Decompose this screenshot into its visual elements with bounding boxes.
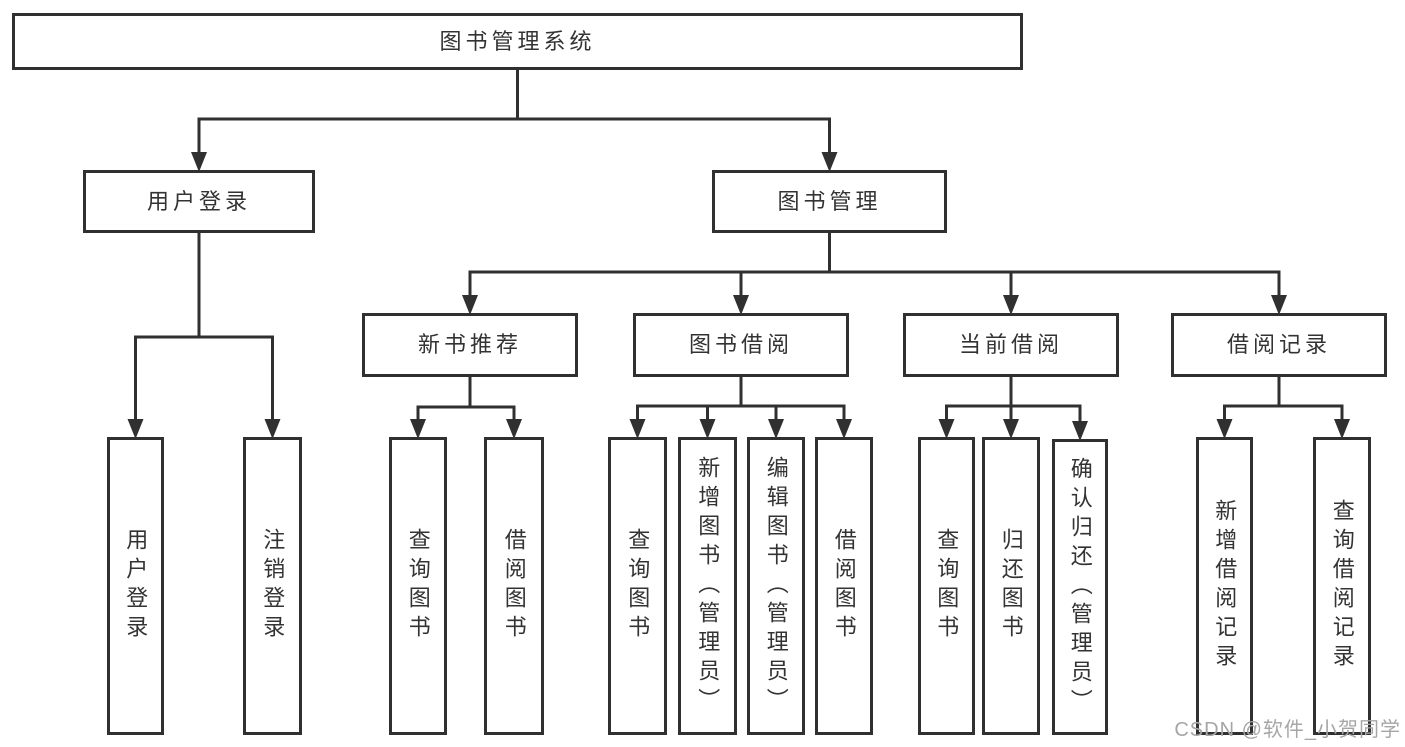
node-new-book-rec: 新书推荐 xyxy=(362,313,578,377)
node-leaf-logout: 注销登录 xyxy=(243,437,302,735)
node-leaf-borrow-books: 借阅图书 xyxy=(815,437,873,735)
node-leaf-add-books: 新增图书（管理员） xyxy=(678,437,737,735)
node-current-borrow: 当前借阅 xyxy=(903,313,1119,377)
node-leaf-query-current: 查询图书 xyxy=(918,437,975,735)
node-root: 图书管理系统 xyxy=(12,13,1023,70)
node-book-borrow: 图书借阅 xyxy=(633,313,849,377)
node-leaf-borrow-newrec: 借阅图书 xyxy=(484,437,544,735)
node-leaf-query-record: 查询借阅记录 xyxy=(1313,437,1371,735)
node-leaf-confirm-return: 确认归还（管理员） xyxy=(1052,439,1108,735)
node-leaf-query-borrow: 查询图书 xyxy=(608,437,667,735)
node-leaf-query-newrec: 查询图书 xyxy=(389,437,447,735)
node-book-mgmt: 图书管理 xyxy=(712,170,947,233)
node-leaf-user-login: 用户登录 xyxy=(107,437,164,735)
node-borrow-records: 借阅记录 xyxy=(1171,313,1387,377)
node-leaf-return-books: 归还图书 xyxy=(982,437,1040,735)
node-user-login: 用户登录 xyxy=(83,170,315,233)
watermark: CSDN @软件_小贺同学 xyxy=(1174,719,1401,741)
node-leaf-edit-books: 编辑图书（管理员） xyxy=(747,437,805,735)
node-leaf-add-record: 新增借阅记录 xyxy=(1196,437,1253,735)
